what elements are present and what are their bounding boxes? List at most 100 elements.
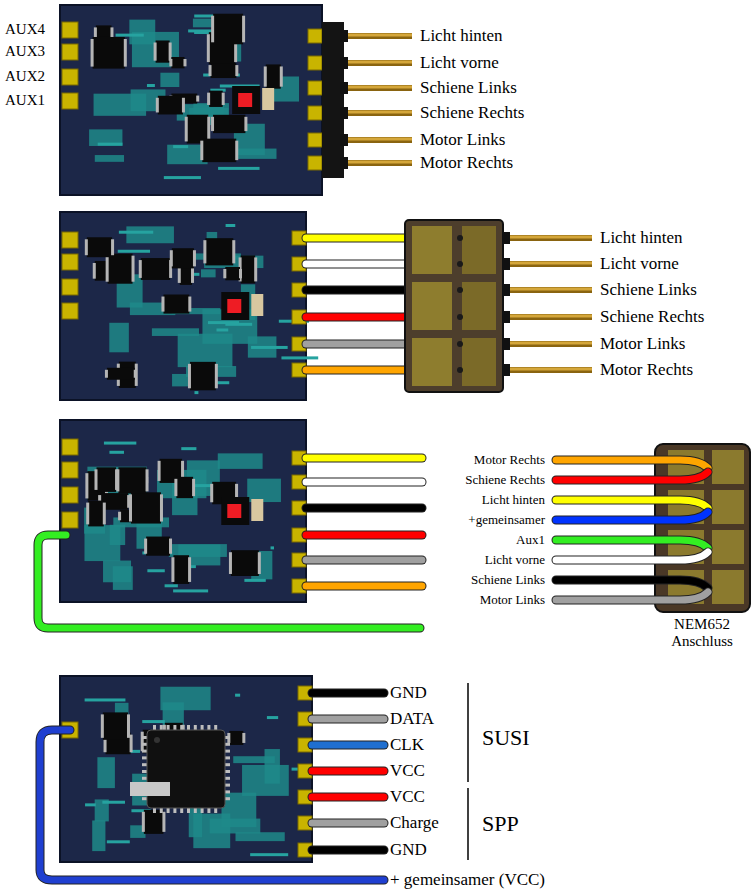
illustration-part: [306, 479, 422, 486]
illustration-part: [308, 106, 322, 120]
illustration-part: [312, 847, 384, 854]
illustration-part: [233, 756, 275, 763]
illustration-part: [280, 66, 283, 86]
illustration-part: [111, 239, 114, 255]
pin-label: Licht hinten: [420, 26, 503, 46]
illustration-part: [312, 768, 384, 775]
illustration-part: [241, 255, 256, 283]
illustration-part: [146, 469, 149, 491]
illustration-part: [242, 733, 245, 743]
illustration-part: [194, 391, 198, 394]
illustration-part: [251, 346, 288, 349]
illustration-part: [502, 364, 510, 376]
illustration-part: [344, 110, 412, 116]
illustration-part: [344, 85, 412, 91]
illustration-part: [712, 530, 744, 564]
illustration-part: [126, 226, 174, 243]
signal-label: GND: [390, 840, 427, 860]
pin-label: Schiene Rechts: [600, 307, 704, 327]
signal-label: GND: [390, 683, 427, 703]
illustration-part: [97, 467, 117, 492]
illustration-part: [344, 33, 412, 39]
illustration-part: [210, 819, 261, 834]
illustration-part: [217, 328, 229, 331]
illustration-part: [467, 683, 469, 782]
illustration-part: [215, 364, 218, 388]
illustration-part: [322, 22, 344, 178]
illustration-part: [169, 539, 172, 554]
illustration-part: [207, 93, 210, 105]
illustration-part: [211, 16, 214, 43]
illustration-part: [172, 248, 194, 268]
illustration-part: [141, 258, 170, 280]
illustration-part: [158, 461, 161, 481]
illustration-part: [182, 98, 185, 113]
illustration-part: [218, 167, 259, 170]
illustration-part: [62, 439, 78, 455]
illustration-part: [312, 819, 384, 828]
illustration-part: [211, 63, 237, 78]
pin-label: Schiene Links: [420, 78, 517, 98]
illustration-part: [340, 107, 348, 119]
illustration-part: [306, 531, 422, 540]
illustration-part: [712, 450, 744, 484]
illustration-part: [344, 111, 412, 114]
illustration-part: [235, 694, 240, 697]
illustration-part: [146, 537, 170, 556]
pin-label: Licht vorne: [600, 254, 679, 274]
illustration-part: [147, 730, 225, 808]
illustration-part: [97, 757, 114, 788]
illustration-part: [312, 690, 384, 697]
illustration-part: [405, 220, 503, 392]
illustration-part: [104, 442, 136, 445]
illustration-part: [308, 29, 322, 43]
illustration-part: [239, 257, 242, 281]
illustration-part: [556, 512, 708, 520]
illustration-part: [344, 137, 412, 143]
illustration-part: [250, 853, 288, 856]
illustration-part: [160, 687, 210, 710]
illustration-part: [176, 477, 193, 498]
board-group: [60, 5, 322, 195]
illustration-part: [85, 803, 96, 806]
illustration-part: [306, 505, 422, 512]
illustration-part: [130, 782, 170, 796]
illustration-part: [340, 82, 348, 94]
illustration-part: [188, 297, 191, 312]
illustration-part: [188, 364, 191, 388]
illustration-part: [281, 356, 318, 359]
illustration-part: [556, 592, 708, 600]
signal-label: DATA: [390, 709, 434, 729]
illustration-part: [62, 462, 78, 478]
illustration-part: [107, 368, 135, 380]
illustration-part: [457, 314, 463, 320]
illustration-part: [106, 256, 109, 282]
illustration-part: [141, 732, 144, 752]
illustration-part: [340, 30, 348, 42]
illustration-part: [308, 56, 322, 70]
illustration-part: [62, 279, 78, 295]
illustration-part: [127, 714, 130, 737]
illustration-part: [312, 846, 384, 855]
illustration-part: [412, 282, 452, 330]
illustration-part: [108, 254, 133, 284]
illustration-part: [134, 370, 137, 378]
illustration-part: [131, 492, 161, 523]
illustration-part: [62, 254, 78, 270]
illustration-part: [62, 93, 78, 109]
illustration-part: [712, 490, 744, 524]
illustration-part: [86, 503, 89, 525]
wire-label: Schiene Rechts: [465, 473, 545, 488]
illustration-part: [306, 556, 422, 565]
illustration-part: [556, 592, 708, 600]
illustration-part: [132, 32, 179, 67]
bus-label: SPP: [482, 811, 519, 836]
illustration-part: [457, 287, 463, 293]
illustration-part: [85, 239, 88, 255]
illustration-part: [171, 557, 174, 582]
illustration-part: [506, 314, 592, 320]
illustration-part: [266, 64, 281, 88]
illustration-part: [118, 512, 121, 521]
illustration-part: [60, 420, 306, 602]
